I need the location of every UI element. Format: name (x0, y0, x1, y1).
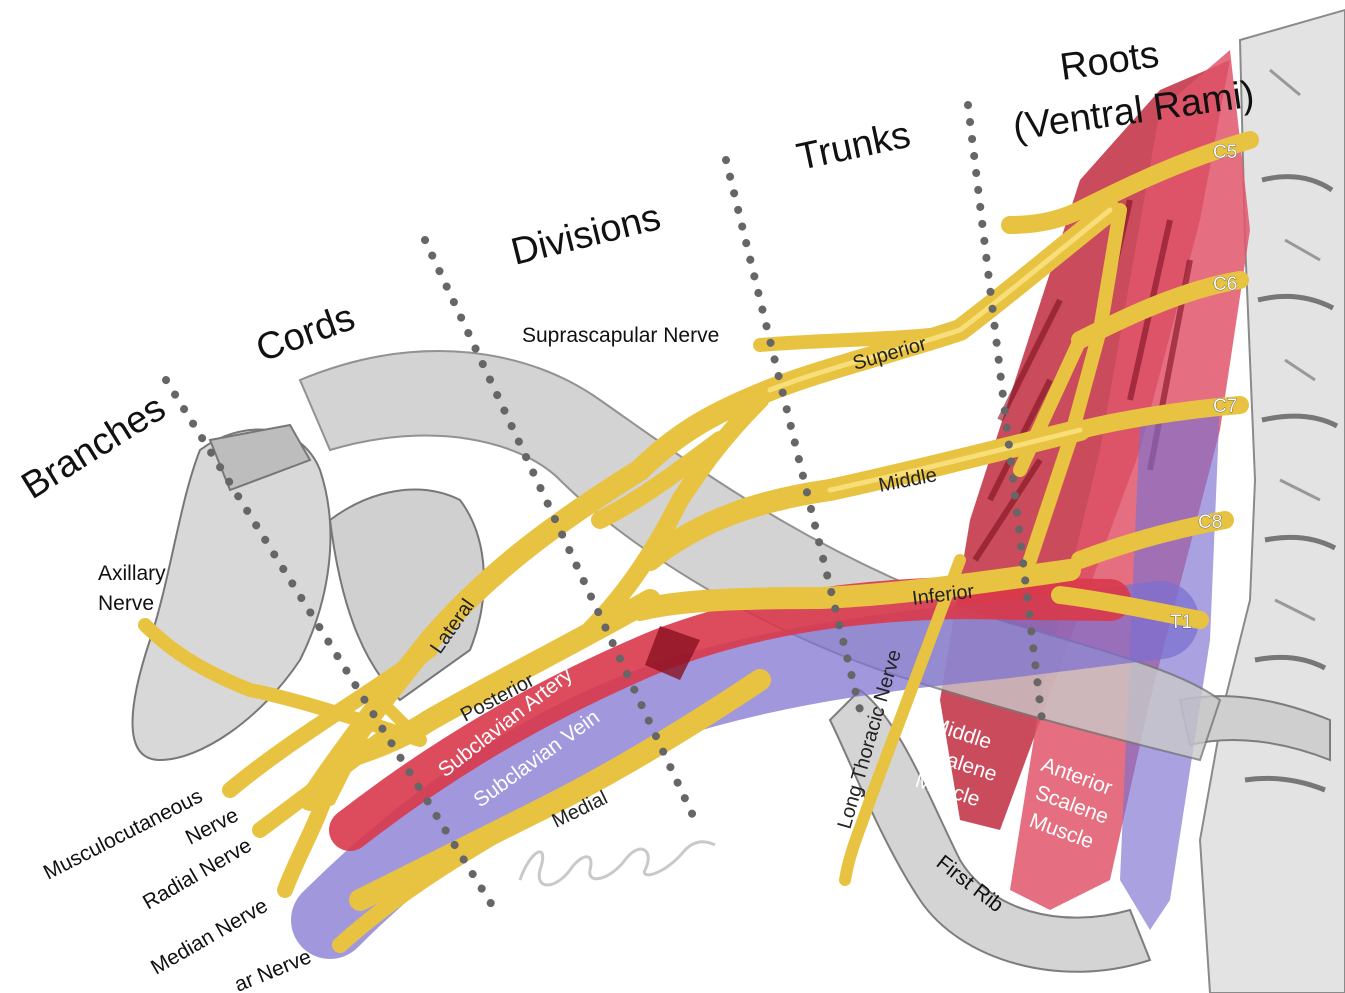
subclavian-vein (291, 581, 1199, 959)
root-labels: C5 C6 C7 C8 T1 (1170, 142, 1238, 634)
artist-signature (518, 840, 716, 887)
heading-roots: Roots (1057, 34, 1161, 89)
label-ulnar-nerve-partial: ar Nerve (231, 945, 314, 993)
first-rib (828, 688, 1331, 973)
heading-trunks: Trunks (793, 114, 914, 179)
label-axillary-nerve-line2: Nerve (98, 592, 154, 615)
roots-trunks-divider (964, 101, 1046, 724)
root-label-t1: T1 (1170, 612, 1192, 633)
heading-divisions: Divisions (507, 196, 665, 274)
divisions-cords-divider (421, 236, 699, 824)
brachial-plexus-nerves (138, 131, 1259, 953)
cords-branches-divider (162, 376, 499, 914)
section-dividers (162, 101, 1046, 914)
heading-cords: Cords (251, 296, 361, 370)
scalene-muscles (940, 50, 1250, 930)
label-suprascapular-nerve: Suprascapular Nerve (522, 324, 719, 347)
root-label-c8: C8 (1198, 512, 1222, 533)
root-label-c5: C5 (1213, 142, 1237, 163)
root-label-c6: C6 (1213, 274, 1237, 295)
acromion (208, 423, 312, 492)
label-axillary-nerve-line1: Axillary (98, 562, 166, 585)
heading-branches: Branches (15, 387, 173, 508)
humeral-head (131, 428, 332, 762)
root-label-c7: C7 (1213, 396, 1237, 417)
